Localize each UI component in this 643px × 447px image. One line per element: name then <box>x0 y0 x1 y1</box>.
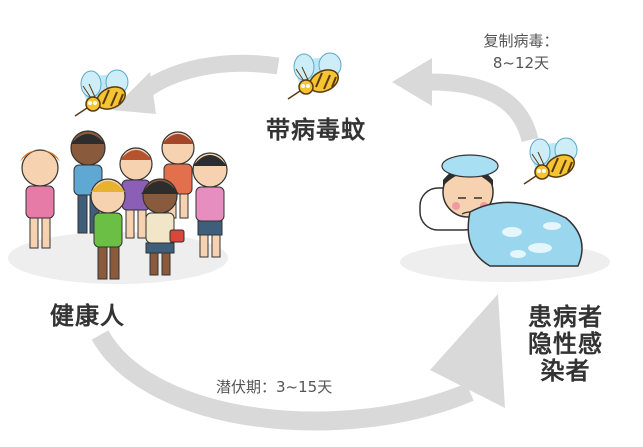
patient-label-line: 隐性感 <box>528 330 603 358</box>
incubation-label: 潜伏期：3~15天 <box>216 378 333 396</box>
patient-label-line: 患病者 <box>528 303 603 331</box>
mosquito-icon <box>523 137 579 185</box>
mosquito-label: 带病毒蚊 <box>266 116 366 144</box>
arrow-bottom <box>91 294 505 431</box>
patient-label-line: 染者 <box>540 357 591 385</box>
arrow-top-right <box>392 58 539 143</box>
replication-days: 8~12天 <box>492 54 550 72</box>
sick-patient-illustration <box>400 154 610 282</box>
arrow-top-left <box>112 54 280 114</box>
replication-label: 复制病毒： 8~12天 <box>458 30 584 74</box>
patient-label: 患病者 隐性感 染者 <box>528 304 603 385</box>
children-group-illustration <box>8 130 228 284</box>
healthy-person-label: 健康人 <box>50 302 125 330</box>
mosquito-icon <box>287 52 343 100</box>
replication-title: 复制病毒： <box>483 32 559 50</box>
